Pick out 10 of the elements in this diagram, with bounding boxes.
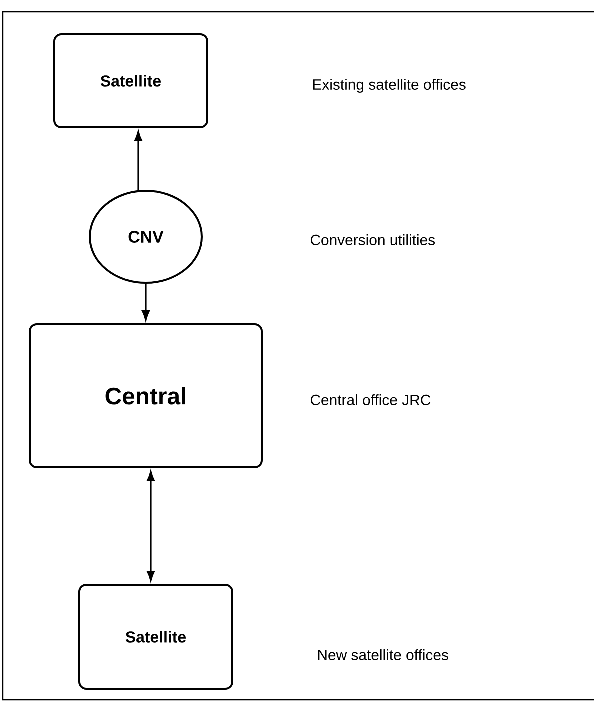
office-box: Satellite (54, 34, 208, 128)
side-label: Central office JRC (310, 394, 431, 406)
arrow (147, 471, 155, 582)
arrow (134, 131, 142, 190)
office-box: Central (29, 324, 263, 468)
side-label: Conversion utilities (310, 234, 436, 246)
office-box: Satellite (78, 584, 234, 690)
side-label: Existing satellite offices (313, 79, 466, 93)
side-label: New satellite offices (318, 650, 448, 660)
arrow (142, 284, 150, 321)
